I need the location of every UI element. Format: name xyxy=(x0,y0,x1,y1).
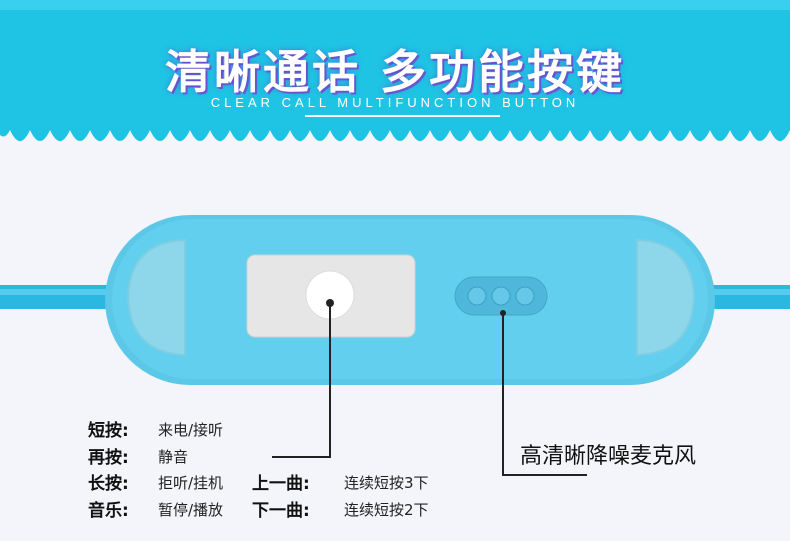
function-value: 来电/接听 xyxy=(158,421,224,439)
mic-hole xyxy=(491,286,511,306)
function-label: 再按: xyxy=(88,448,129,468)
track-label: 下一曲: xyxy=(252,501,310,521)
mic-callout-vertical xyxy=(502,315,504,475)
track-value: 连续短按3下 xyxy=(344,474,429,492)
function-value: 静音 xyxy=(158,448,189,466)
page-subtitle: CLEAR CALL MULTIFUNCTION BUTTON xyxy=(210,95,580,110)
mic-hole xyxy=(515,286,535,306)
header-banner xyxy=(0,0,790,141)
function-value: 暂停/播放 xyxy=(158,501,224,519)
function-label: 短按: xyxy=(88,421,129,441)
button-callout-horizontal xyxy=(272,456,331,458)
function-label: 音乐: xyxy=(88,501,129,521)
track-value: 连续短按2下 xyxy=(344,501,429,519)
right-end-cap xyxy=(636,238,696,357)
microphone-label: 高清晰降噪麦克风 xyxy=(520,444,697,469)
mic-callout-horizontal xyxy=(502,474,587,476)
track-label: 上一曲: xyxy=(252,474,310,494)
function-label: 长按: xyxy=(88,474,129,494)
remote-control-illustration xyxy=(0,215,790,385)
function-value: 拒听/挂机 xyxy=(158,474,224,492)
mic-hole xyxy=(467,286,487,306)
subtitle-underline xyxy=(305,115,500,117)
button-callout-vertical xyxy=(329,305,331,457)
left-end-cap xyxy=(126,238,186,357)
page-title: 清晰通话 多功能按键 xyxy=(164,45,625,99)
